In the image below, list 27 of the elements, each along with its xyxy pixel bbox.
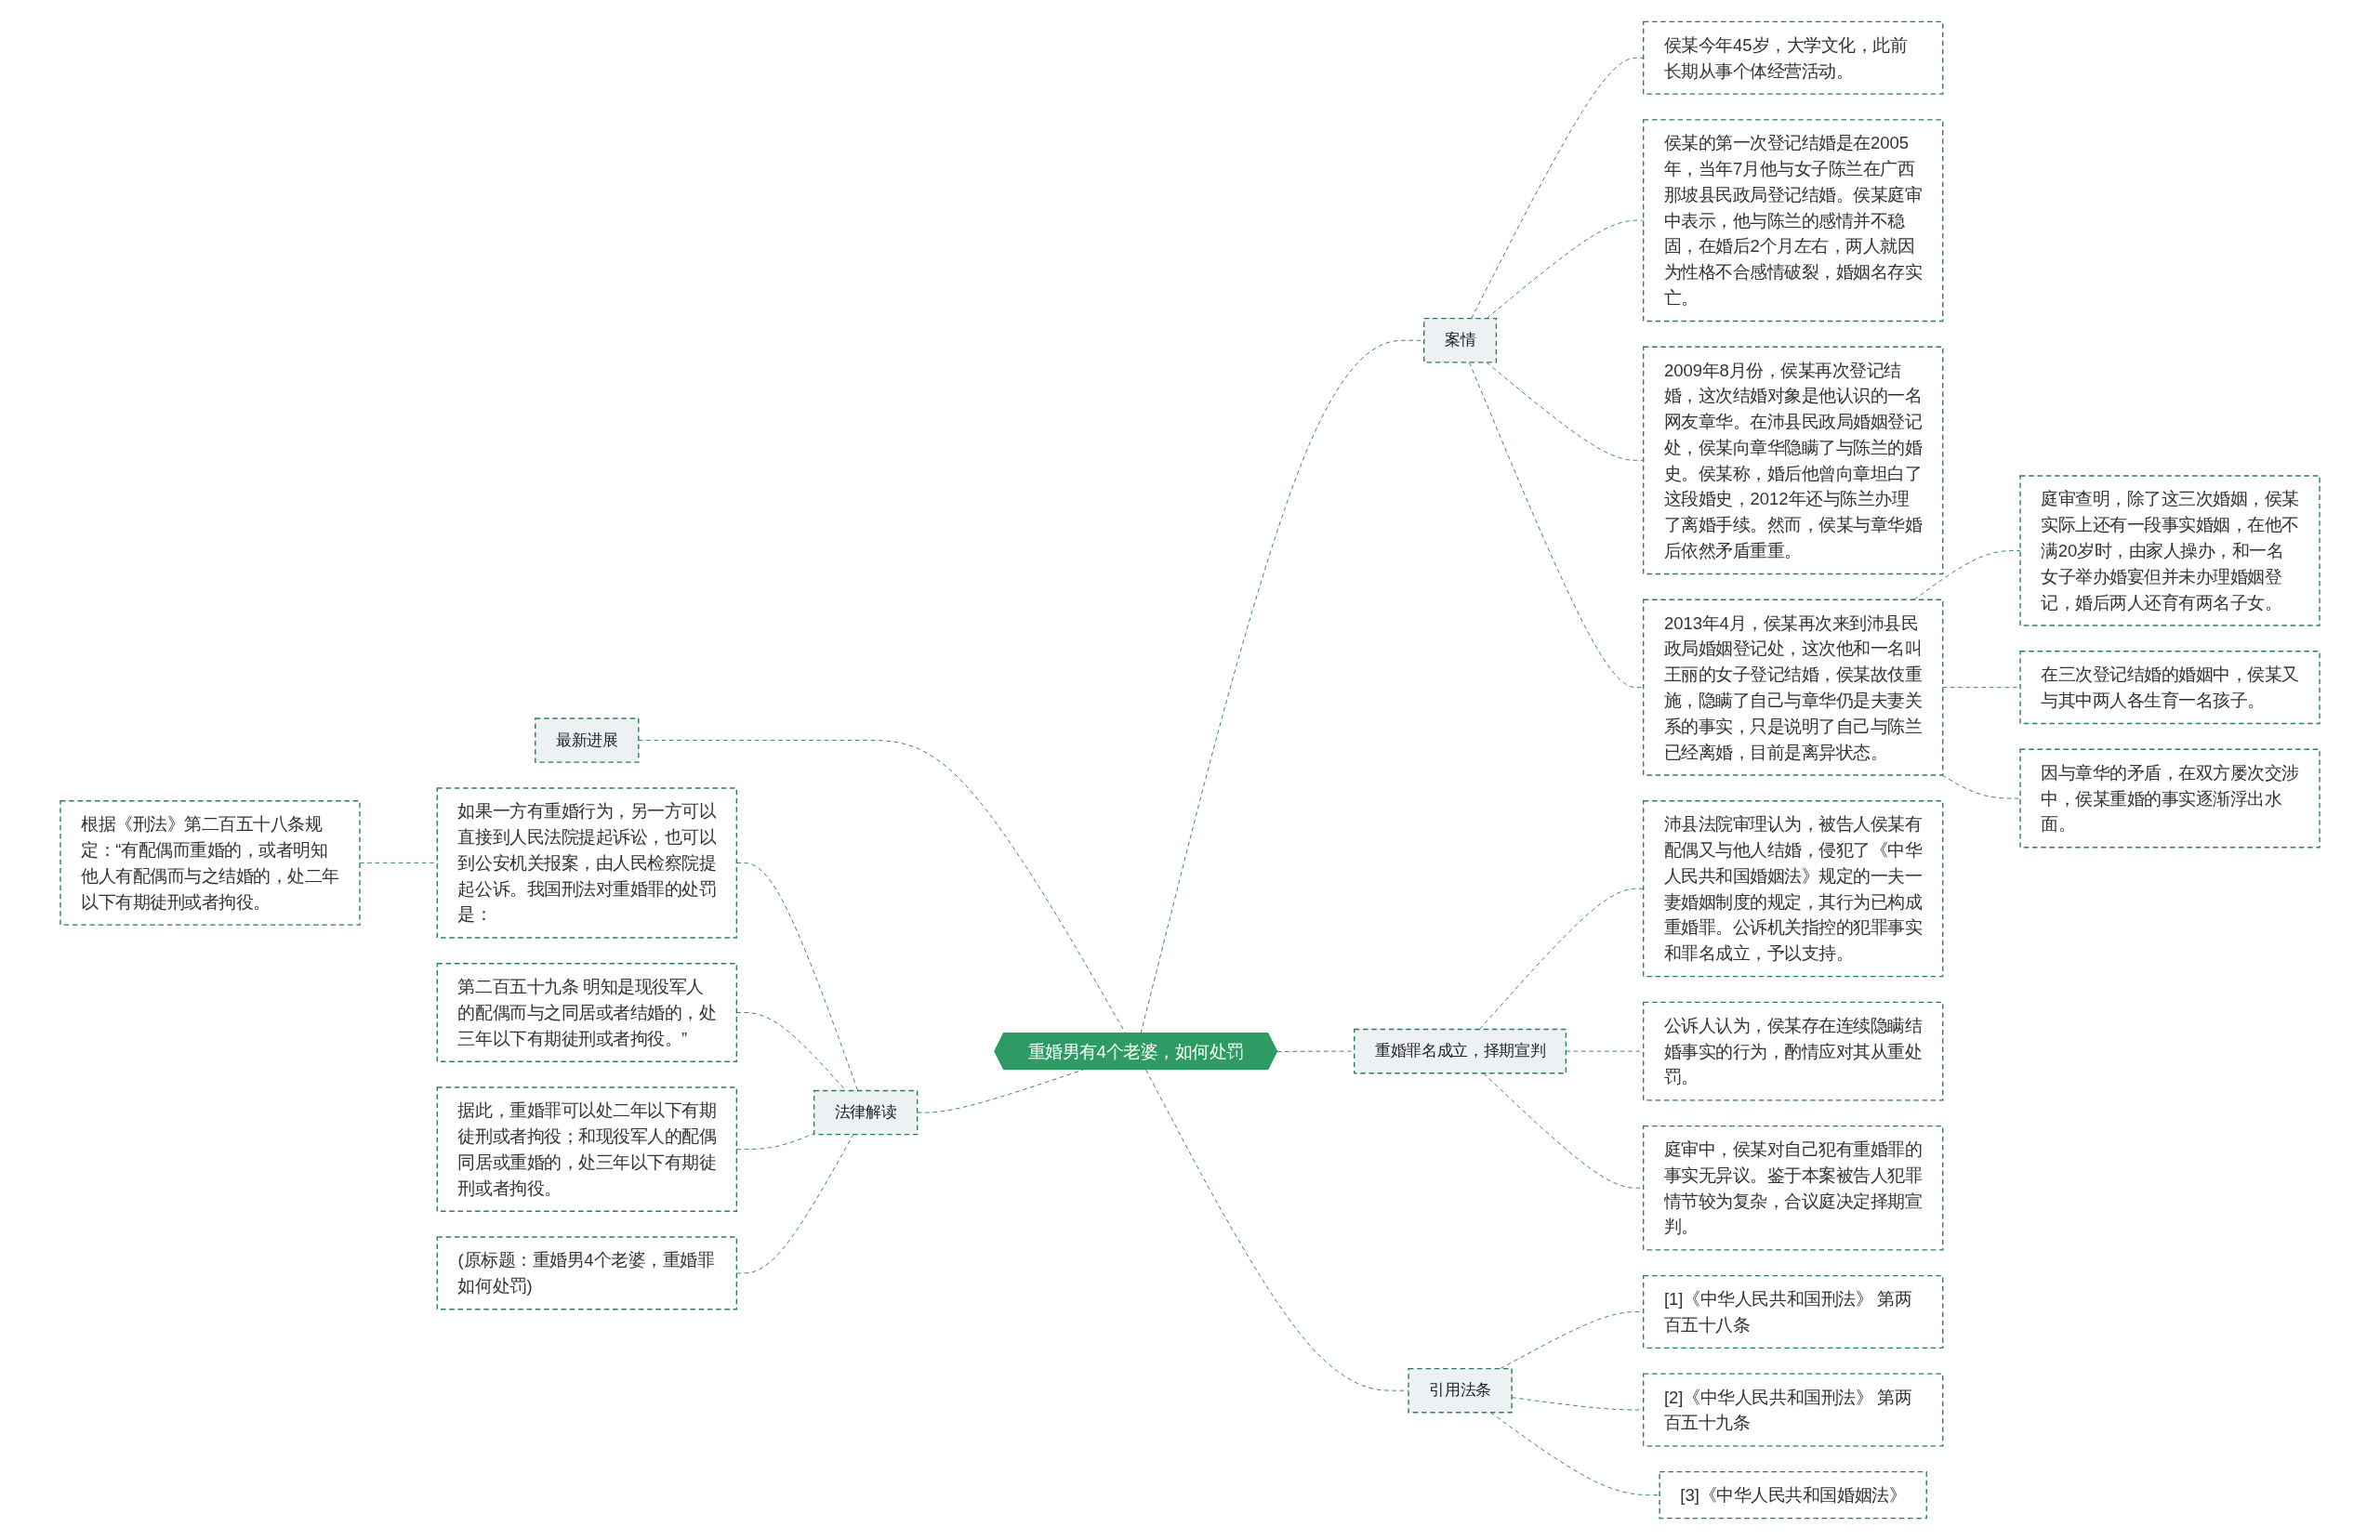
node-box: 侯某的第一次登记结婚是在2005年，当年7月他与女子陈兰在广西那坡县民政局登记结婚。侯某庭审中表示，他与陈兰的感情并不稳固，在婚后2个月左右，两人就因为性格不合感情破裂，婚姻名存实亡。 — [1643, 119, 1944, 322]
connector — [735, 1133, 815, 1151]
node-box: 据此，重婚罪可以处二年以下有期徒刑或者拘役；和现役军人的配偶同居或重婚的，处三年以下有期徒刑或者拘役。 — [436, 1086, 737, 1212]
node-box: 案情 — [1423, 317, 1498, 363]
node-box: (原标题：重婚男4个老婆，重婚罪如何处罚) — [436, 1236, 737, 1310]
node-box: 庭审中，侯某对自己犯有重婚罪的事实无异议。鉴于本案被告人犯罪情节较为复杂，合议庭决定择期宣判。 — [1643, 1125, 1944, 1251]
node-box: 庭审查明，除了这三次婚姻，侯某实际上还有一段事实婚姻，在他不满20岁时，由家人操办，和一名女子举办婚宴但并未办理婚姻登记，婚后两人还育有两名子女。 — [2019, 475, 2320, 626]
node-box: [1]《中华人民共和国刑法》 第两百五十八条 — [1643, 1274, 1944, 1349]
node-box: 侯某今年45岁，大学文化，此前长期从事个体经营活动。 — [1643, 20, 1944, 95]
node-box: 法律解读 — [813, 1089, 919, 1136]
node-box: 沛县法院审理认为，被告人侯某有配偶又与他人结婚，侵犯了《中华人民共和国婚姻法》规定的一夫一妻婚姻制度的规定，其行为已构成重婚罪。公诉机关指控的犯罪事实和罪名成立，予以支持。 — [1643, 800, 1944, 978]
node-box: 重婚罪名成立，择期宣判 — [1354, 1028, 1567, 1074]
connector — [735, 1134, 854, 1274]
node-box: [2]《中华人民共和国刑法》 第两百五十九条 — [1643, 1373, 1944, 1447]
node-box: 2009年8月份，侯某再次登记结婚，这次结婚对象是他认识的一名网友章华。在沛县民政局婚姻登记处，侯某向章华隐瞒了与陈兰的婚史。侯某称，婚后他曾向章坦白了这段婚史，2012年还与陈兰办理了离婚手续。然而，侯某与章华婚后依然矛盾重重。 — [1643, 346, 1944, 575]
node-box: 在三次登记结婚的婚姻中，侯某又与其中两人各生育一名孩子。 — [2019, 651, 2320, 725]
node-box: [3]《中华人民共和国婚姻法》 — [1659, 1470, 1927, 1520]
node-box: 公诉人认为，侯某存在连续隐瞒结婚事实的行为，酌情应对其从重处罚。 — [1643, 1001, 1944, 1101]
connector — [917, 1069, 1084, 1113]
node-box: 引用法条 — [1408, 1367, 1513, 1414]
node-box: 因与章华的矛盾，在双方屡次交涉中，侯某重婚的事实逐渐浮出水面。 — [2019, 748, 2320, 849]
node-box: 如果一方有重婚行为，另一方可以直接到人民法院提起诉讼，也可以到公安机关报案，由人民检察院提起公诉。我国刑法对重婚罪的处罚是： — [436, 787, 737, 939]
connector — [1913, 550, 2021, 600]
node-box: 第二百五十九条 明知是现役军人的配偶而与之同居或者结婚的，处三年以下有期徒刑或者拘役。” — [436, 963, 737, 1062]
node-box: 根据《刑法》第二百五十八条规定：“有配偶而重婚的，或者明知他人有配偶而与之结婚的，处二年以下有期徒刑或者拘役。 — [60, 800, 361, 926]
node-box: 2013年4月，侯某再次来到沛县民政局婚姻登记处，这次他和一名叫王丽的女子登记结婚，侯某故伎重施，隐瞒了自己与章华仍是夫妻关系的事实，只是说明了自己与陈兰已经离婚，目前是离异状态。 — [1643, 599, 1944, 776]
node-box: 最新进展 — [535, 717, 640, 763]
